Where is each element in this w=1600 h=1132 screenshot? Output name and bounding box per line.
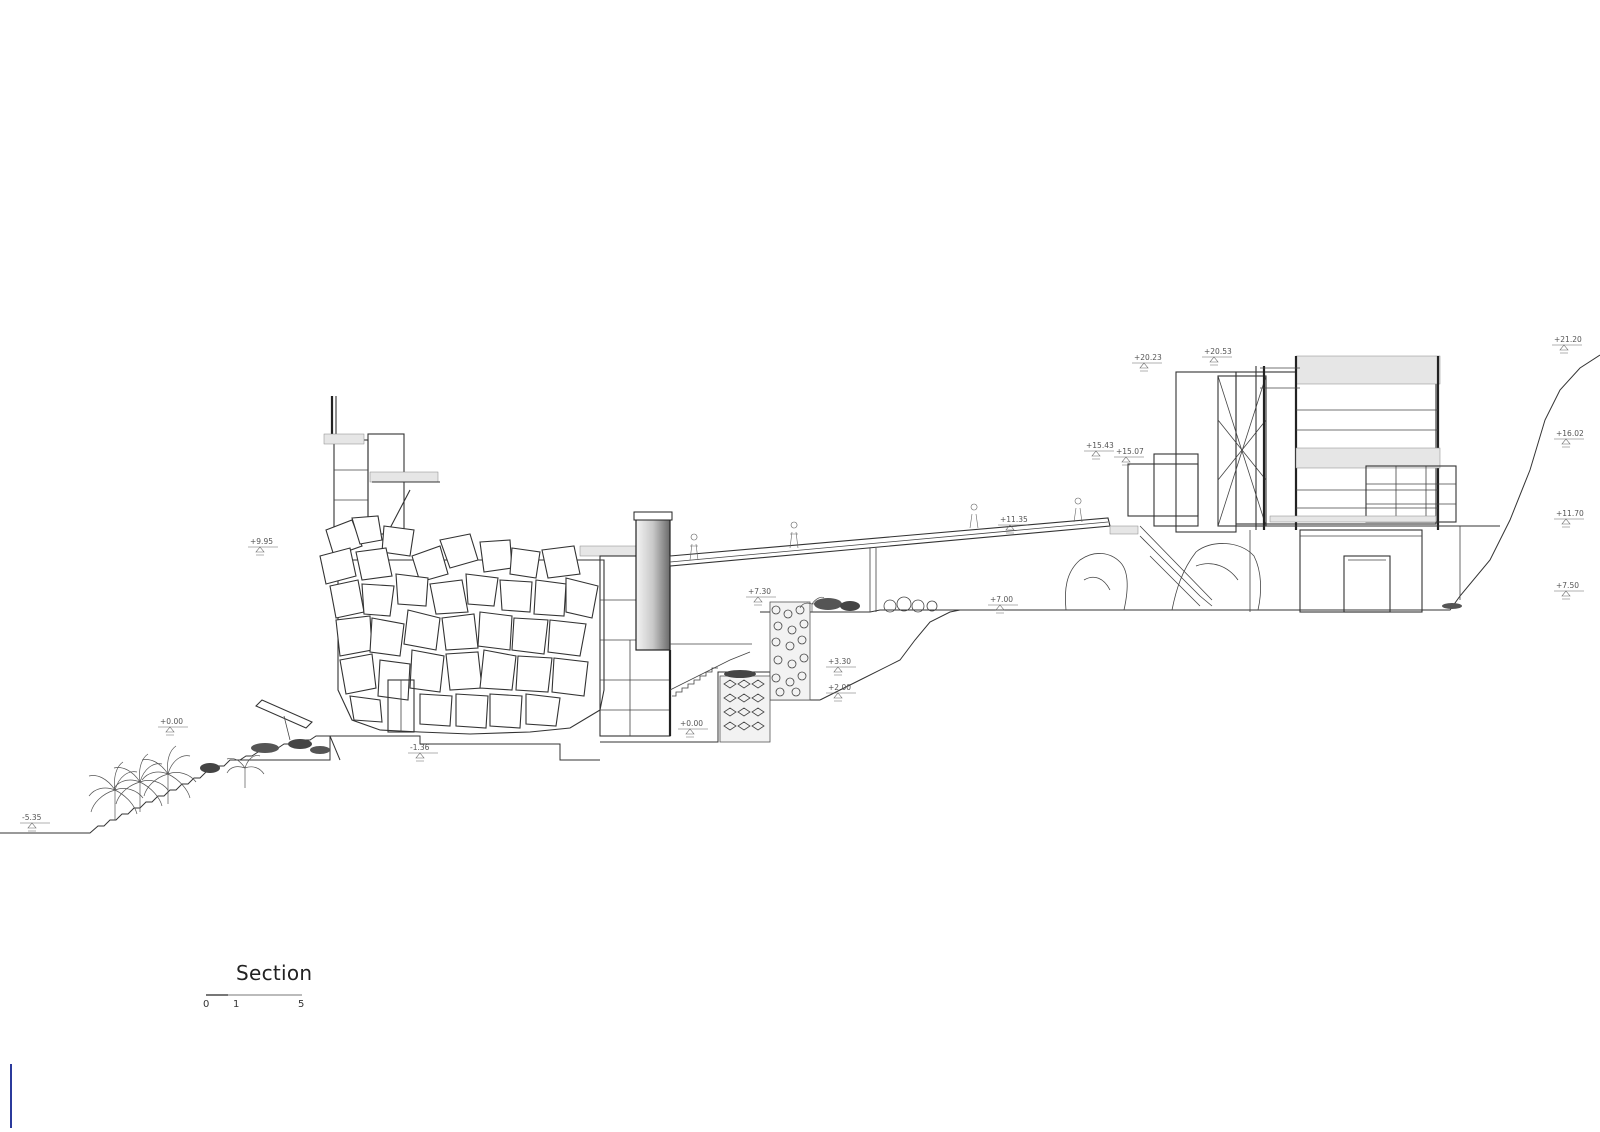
level-marker: +7.00 xyxy=(988,595,1018,614)
level-symbol xyxy=(1005,524,1015,534)
level-label: +0.00 xyxy=(680,719,703,728)
level-label: -1.36 xyxy=(410,743,430,752)
level-marker: +7.50 xyxy=(1554,581,1584,600)
cylinder-tower xyxy=(633,511,673,736)
ground-line-terrace xyxy=(232,735,600,761)
facade-panels xyxy=(319,515,599,729)
level-symbol xyxy=(833,666,843,676)
level-marker: -5.35 xyxy=(20,813,50,832)
level-symbol xyxy=(1559,344,1569,354)
level-symbol xyxy=(1561,518,1571,528)
shrubs-middle xyxy=(724,596,938,678)
level-symbol xyxy=(753,596,763,606)
level-marker: +0.00 xyxy=(678,719,708,738)
level-label: +7.00 xyxy=(990,595,1013,604)
scale-bar xyxy=(206,994,302,996)
level-symbol xyxy=(1561,590,1571,600)
level-symbol xyxy=(165,726,175,736)
middle-stairs xyxy=(669,643,752,697)
level-marker: +3.30 xyxy=(826,657,856,676)
scale-label-1: 1 xyxy=(233,999,240,1010)
upper-stairs xyxy=(1109,525,1213,607)
level-symbol xyxy=(1561,438,1571,448)
level-marker: +9.95 xyxy=(248,537,278,556)
level-symbol xyxy=(1121,456,1131,466)
level-label: +11.35 xyxy=(1000,515,1028,524)
level-label: +2.00 xyxy=(828,683,851,692)
palm-tree xyxy=(141,745,197,804)
level-marker: +20.53 xyxy=(1202,347,1232,366)
ground-line-left xyxy=(0,735,341,834)
level-label: +20.23 xyxy=(1134,353,1162,362)
level-marker: +15.43 xyxy=(1084,441,1114,460)
shrub-cluster xyxy=(200,739,330,773)
level-label: +16.02 xyxy=(1556,429,1584,438)
stone-wall-upper xyxy=(769,601,811,701)
vegetation-left xyxy=(88,739,330,820)
level-label: +7.50 xyxy=(1556,581,1579,590)
level-marker: -1.36 xyxy=(408,743,438,762)
level-label: +9.95 xyxy=(250,537,273,546)
drawing-title: Section xyxy=(236,961,313,985)
canopy-post xyxy=(283,715,291,741)
rock-outcrop xyxy=(1064,543,1262,611)
level-label: -5.35 xyxy=(22,813,42,822)
level-label: +20.53 xyxy=(1204,347,1232,356)
level-symbol xyxy=(255,546,265,556)
level-symbol xyxy=(27,822,37,832)
bridge-ramp xyxy=(669,517,1111,612)
level-label: +7.30 xyxy=(748,587,771,596)
people xyxy=(689,497,1083,561)
level-label: +11.70 xyxy=(1556,509,1584,518)
palm-tree xyxy=(88,761,144,820)
level-marker: +16.02 xyxy=(1554,429,1584,448)
upper-terrace xyxy=(760,609,960,613)
level-marker: +7.30 xyxy=(746,587,776,606)
level-label: +15.07 xyxy=(1116,447,1144,456)
level-symbol xyxy=(1139,362,1149,372)
level-markers: -5.35 +0.00 -1.36 +9.95 +0.00 +7.30 +3.30 +2.00… xyxy=(20,335,1584,832)
level-symbol xyxy=(685,728,695,738)
terrain xyxy=(0,354,1600,834)
level-label: +0.00 xyxy=(160,717,183,726)
level-symbol xyxy=(1091,450,1101,460)
edge-marker xyxy=(10,1064,12,1128)
palm-tree xyxy=(113,753,169,812)
stone-wall-lower xyxy=(719,675,771,743)
slope-profile xyxy=(819,354,1600,701)
level-label: +21.20 xyxy=(1554,335,1582,344)
upper-villa xyxy=(1127,355,1500,613)
level-marker: +15.07 xyxy=(1114,447,1144,466)
level-marker: +0.00 xyxy=(158,717,188,736)
level-marker: +11.70 xyxy=(1554,509,1584,528)
palm-tree xyxy=(226,755,265,788)
scale-label-5: 5 xyxy=(298,999,305,1010)
crystal-facade xyxy=(319,515,605,735)
level-marker: +20.23 xyxy=(1132,353,1162,372)
level-symbol xyxy=(1209,356,1219,366)
tilted-canopy xyxy=(255,699,313,729)
level-symbol xyxy=(995,604,1005,614)
level-symbol xyxy=(833,692,843,702)
lookout-tower xyxy=(323,396,440,535)
level-label: +3.30 xyxy=(828,657,851,666)
level-label: +15.43 xyxy=(1086,441,1114,450)
level-marker: +11.35 xyxy=(998,515,1028,534)
scale-label-0: 0 xyxy=(203,999,210,1010)
level-marker: +21.20 xyxy=(1552,335,1582,354)
level-symbol xyxy=(415,752,425,762)
level-marker: +2.00 xyxy=(826,683,856,702)
